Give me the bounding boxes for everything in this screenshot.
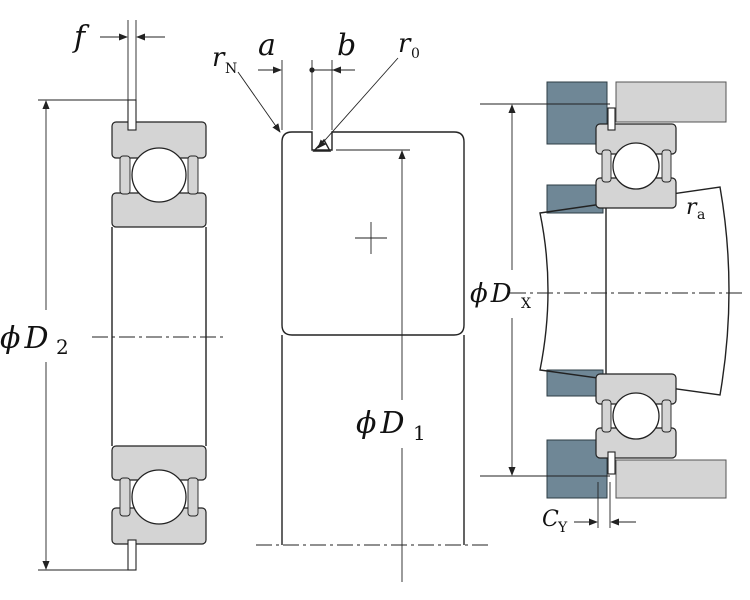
label-d2: D: [23, 321, 48, 356]
right-snap-ring-top: [607, 107, 616, 131]
f-dimension: f: [72, 20, 165, 100]
housing-shoulder-bottom: [546, 369, 604, 397]
ball-top: [131, 147, 187, 203]
label-phi-d1: ϕ: [356, 406, 376, 441]
label-ra: r: [686, 195, 698, 220]
label-rn-sub: N: [225, 61, 237, 77]
label-r0-sub: 0: [411, 46, 420, 62]
snap-ring-bottom: [127, 539, 137, 571]
label-dx-sub: X: [521, 296, 531, 312]
label-ra-sub: a: [697, 207, 705, 223]
bearing-section-left: [92, 99, 226, 571]
shaft: [539, 186, 730, 396]
svg-text:ϕD: ϕD: [0, 321, 49, 356]
label-d2-sub: 2: [56, 335, 69, 359]
right-ball-bottom: [612, 392, 660, 440]
ball-bottom: [131, 469, 187, 525]
right-snap-ring-bottom: [607, 451, 616, 475]
cage-top-right: [187, 155, 199, 195]
label-phi-dx: ϕ: [470, 279, 488, 309]
dimension-dot: [309, 67, 315, 73]
housing-shoulder-top: [546, 184, 604, 214]
label-cy: C: [542, 507, 559, 532]
label-rn: r: [212, 43, 226, 73]
label-phi-d2: ϕ: [0, 321, 20, 356]
label-f: f: [72, 20, 90, 55]
snap-ring-top: [127, 99, 137, 131]
svg-text:ϕD: ϕD: [356, 406, 405, 441]
svg-text:ϕD: ϕD: [470, 279, 512, 309]
label-d1: D: [379, 406, 404, 441]
cover-plate-bottom: [615, 459, 727, 499]
cage-bottom-left: [119, 477, 131, 517]
cage-bottom-right: [187, 477, 199, 517]
outer-ring-profile: [281, 131, 465, 336]
label-r0: r: [398, 29, 412, 59]
label-cy-sub: Y: [557, 520, 568, 536]
label-d1-sub: 1: [413, 421, 426, 445]
cover-plate-top: [615, 81, 727, 123]
label-b: b: [337, 28, 356, 63]
label-a: a: [258, 28, 276, 63]
right-ball-top: [612, 142, 660, 190]
cage-top-left: [119, 155, 131, 195]
label-dx: D: [490, 279, 512, 309]
